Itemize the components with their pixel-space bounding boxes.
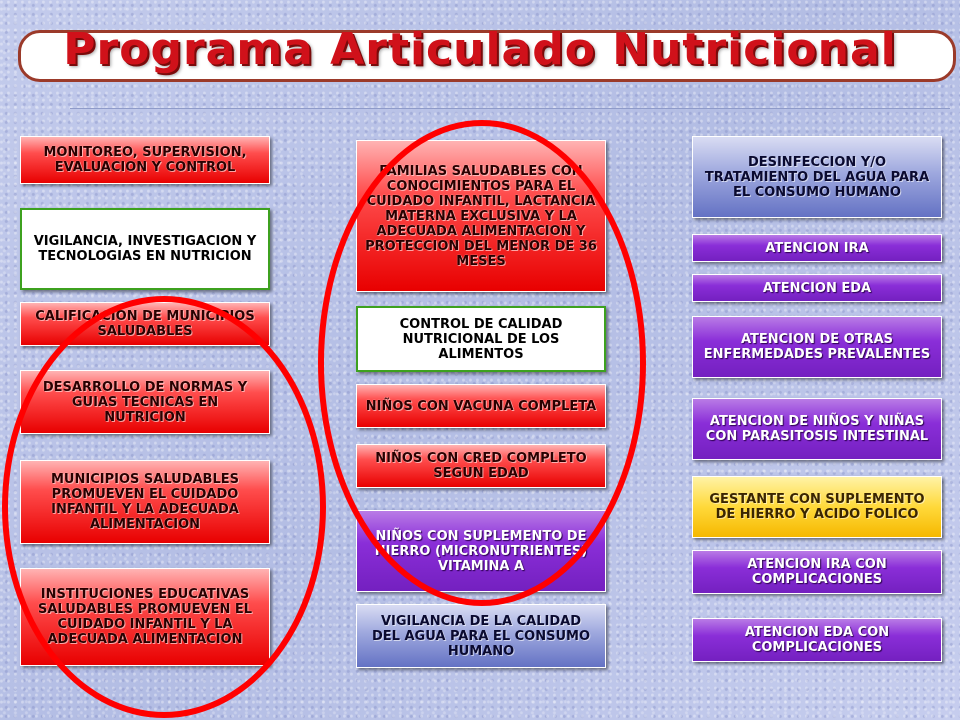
box-monitoreo: MONITOREO, SUPERVISION, EVALUACION Y CON…	[20, 136, 270, 184]
box-vigilancia-calidad-agua: VIGILANCIA DE LA CALIDAD DEL AGUA PARA E…	[356, 604, 606, 668]
box-desarrollo-normas: DESARROLLO DE NORMAS Y GUIAS TECNICAS EN…	[20, 370, 270, 434]
box-calificacion-municipios: CALIFICACION DE MUNICIPIOS SALUDABLES	[20, 302, 270, 346]
box-familias-saludables: FAMILIAS SALUDABLES CON CONOCIMIENTOS PA…	[356, 140, 606, 292]
title-divider	[70, 108, 950, 109]
box-control-calidad-alimentos: CONTROL DE CALIDAD NUTRICIONAL DE LOS AL…	[356, 306, 606, 372]
page-title: Programa Articulado Nutricional	[63, 24, 897, 75]
title-frame	[18, 30, 956, 82]
box-ninos-cred: NIÑOS CON CRED COMPLETO SEGUN EDAD	[356, 444, 606, 488]
box-parasitosis-intestinal: ATENCION DE NIÑOS Y NIÑAS CON PARASITOSI…	[692, 398, 942, 460]
box-ninos-vacuna: NIÑOS CON VACUNA COMPLETA	[356, 384, 606, 428]
box-otras-enfermedades: ATENCION DE OTRAS ENFERMEDADES PREVALENT…	[692, 316, 942, 378]
box-vigilancia-investigacion: VIGILANCIA, INVESTIGACION Y TECNOLOGIAS …	[20, 208, 270, 290]
box-gestante-hierro-folico: GESTANTE CON SUPLEMENTO DE HIERRO Y ACID…	[692, 476, 942, 538]
box-atencion-ira: ATENCION IRA	[692, 234, 942, 262]
box-municipios-saludables: MUNICIPIOS SALUDABLES PROMUEVEN EL CUIDA…	[20, 460, 270, 544]
box-atencion-eda-complicaciones: ATENCION EDA CON COMPLICACIONES	[692, 618, 942, 662]
box-instituciones-educativas: INSTITUCIONES EDUCATIVAS SALUDABLES PROM…	[20, 568, 270, 666]
box-atencion-ira-complicaciones: ATENCION IRA CON COMPLICACIONES	[692, 550, 942, 594]
box-atencion-eda: ATENCION EDA	[692, 274, 942, 302]
box-desinfeccion-agua: DESINFECCION Y/O TRATAMIENTO DEL AGUA PA…	[692, 136, 942, 218]
box-ninos-suplemento-hierro: NIÑOS CON SUPLEMENTO DE HIERRO (MICRONUT…	[356, 510, 606, 592]
